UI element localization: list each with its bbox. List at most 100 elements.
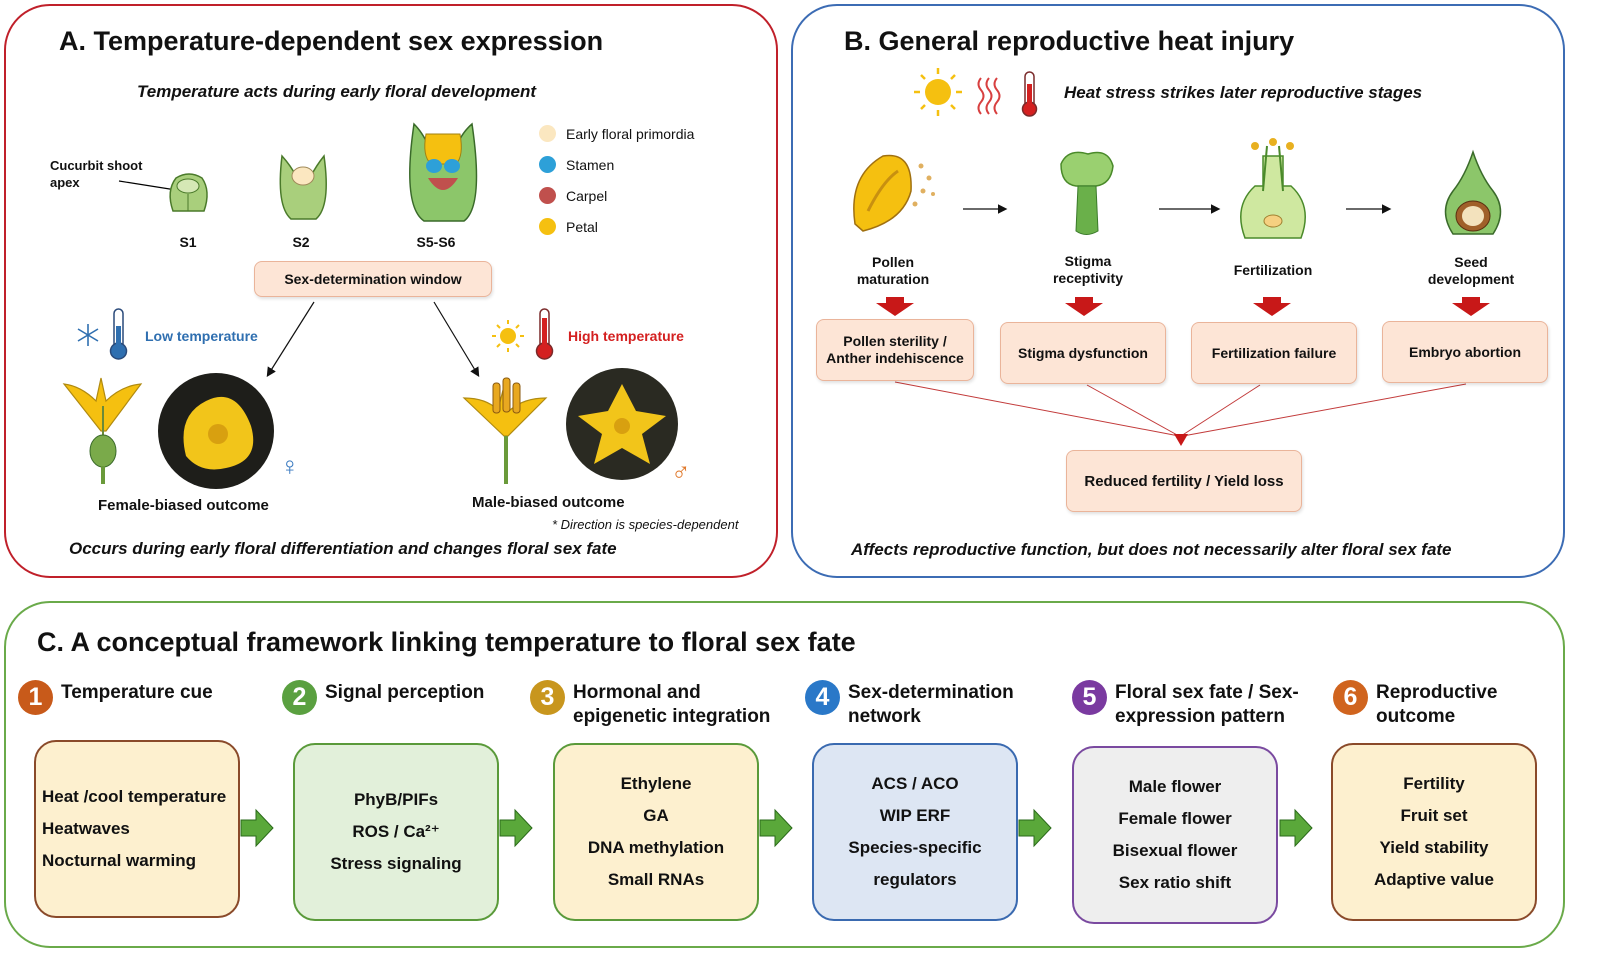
step-2: 2 Signal perception [282,680,484,715]
legend-dot [539,156,556,173]
effect-stigma-dysfunction: Stigma dysfunction [1000,322,1166,384]
stigma-icon [1060,151,1114,235]
panel-b-title: B. General reproductive heat injury [844,26,1295,56]
heat-waves-icon [977,77,1001,115]
panel-b-subtitle: Heat stress strikes later reproductive s… [1064,83,1423,102]
legend-dot [539,218,556,235]
step-1: 1 Temperature cue [18,680,213,715]
step-title: Reproductive outcome [1376,682,1498,727]
panel-b: B. General reproductive heat injury [791,4,1565,578]
stage-fertilization: Fertilization [1233,262,1313,278]
thermometer-cold-icon [109,308,128,360]
flow-arrow-icon [759,808,793,848]
effect-embryo-abortion: Embryo abortion [1382,321,1548,383]
panel-a-arrows [62,301,678,489]
box-item: Nocturnal warming [42,851,196,870]
female-flower-icon [62,377,143,484]
box-item: Heat /cool temperature [42,787,227,806]
step-3: 3 Hormonal and epigenetic integration [530,680,770,729]
stage-s1-bud-icon [169,173,208,212]
legend-dot [539,125,556,142]
step-number-badge: 3 [530,680,565,715]
step-4-box: ACS / ACO WIP ERF Species-specific regul… [812,743,1018,921]
box-item: ACS / ACO [871,774,959,793]
step-2-box: PhyB/PIFs ROS / Ca²⁺ Stress signaling [293,743,499,921]
step-title: Floral sex fate / Sex- expression patter… [1115,682,1299,727]
stage-s2-bud-icon [279,154,327,220]
legend-label: Petal [566,218,598,235]
apex-label: Cucurbit shoot apex [50,158,143,190]
male-flower-photo [566,368,678,480]
panel-c-title: C. A conceptual framework linking temper… [37,627,856,657]
box-item: Heatwaves [42,819,130,838]
panel-b-drawings [853,68,1502,446]
female-outcome-label: Female-biased outcome [98,497,269,514]
female-flower-photo [158,373,274,489]
box-item: regulators [873,870,957,889]
box-item: Yield stability [1379,838,1489,857]
high-temperature-label: High temperature [568,328,684,344]
down-arrows [876,297,1490,316]
step-title: Signal perception [325,682,485,703]
sun-icon [492,320,524,352]
snowflake-icon [77,324,99,346]
box-item: PhyB/PIFs [353,790,439,809]
box-item: Ethylene [620,774,692,793]
box-item: Stress signaling [330,854,462,873]
box-item: Sex ratio shift [1118,873,1232,892]
step-5-box: Male flower Female flower Bisexual flowe… [1072,746,1278,924]
step-6-box: Fertility Fruit set Yield stability Adap… [1331,743,1537,921]
low-temperature-label: Low temperature [145,328,258,344]
thermometer-hot-icon [535,308,554,360]
step-number-badge: 4 [805,680,840,715]
fertilization-ovary-icon [1240,138,1306,239]
species-note: * Direction is species-dependent [552,517,739,532]
legend-dot [539,187,556,204]
box-item: DNA methylation [587,838,725,857]
pollen-anther-icon [853,154,935,232]
box-item: Small RNAs [607,870,705,889]
male-flower-icon [462,377,548,484]
stage-label-s2: S2 [292,234,310,250]
step-title: Hormonal and epigenetic integration [573,682,771,727]
sun-icon [914,68,962,116]
result-reduced-fertility: Reduced fertility / Yield loss [1066,450,1302,512]
step-1-box: Heat /cool temperature Heatwaves Nocturn… [34,740,240,918]
panel-a-subtitle: Temperature acts during early floral dev… [137,82,536,101]
step-3-box: Ethylene GA DNA methylation Small RNAs [553,743,759,921]
box-item: Female flower [1118,809,1232,828]
step-title: Temperature cue [61,682,213,703]
box-item: Species-specific [848,838,982,857]
stage-label-s1: S1 [179,234,197,250]
panel-a-drawings [118,122,478,222]
male-outcome-label: Male-biased outcome [472,494,625,511]
converging-lines [894,381,1467,437]
legend-label: Stamen [566,156,615,173]
flow-arrow-icon [1279,808,1313,848]
stage-label-s5-s6: S5-S6 [416,234,456,250]
box-item: Fertility [1403,774,1465,793]
step-title: Sex-determination network [848,682,1014,727]
step-5: 5 Floral sex fate / Sex- expression patt… [1072,680,1299,729]
legend-item-petal: Petal [539,218,598,235]
legend-item-primordia: Early floral primordia [539,125,694,142]
flow-arrow-icon [240,808,274,848]
thermometer-hot-icon [1021,71,1038,117]
legend-label: Carpel [566,187,608,204]
male-symbol: ♂ [671,457,691,487]
legend-item-stamen: Stamen [539,156,614,173]
stage-s5-s6-bud-icon [409,122,478,222]
panel-a: A. Temperature-dependent sex expression … [4,4,778,578]
stage-stigma-receptivity: Stigma receptivity [1052,253,1124,286]
stage-seed-development: Seed development [1427,254,1515,287]
female-symbol: ♀ [280,451,300,481]
panel-a-title: A. Temperature-dependent sex expression [59,26,604,56]
panel-b-footer: Affects reproductive function, but does … [851,540,1452,559]
legend-label: Early floral primordia [566,125,695,142]
flow-arrow-icon [1018,808,1052,848]
effect-pollen-sterility: Pollen sterility / Anther indehiscence [816,319,974,381]
box-item: Male flower [1128,777,1222,796]
panel-a-footer: Occurs during early floral differentiati… [69,539,617,558]
box-item: ROS / Ca²⁺ [352,822,440,841]
legend-item-carpel: Carpel [539,187,607,204]
